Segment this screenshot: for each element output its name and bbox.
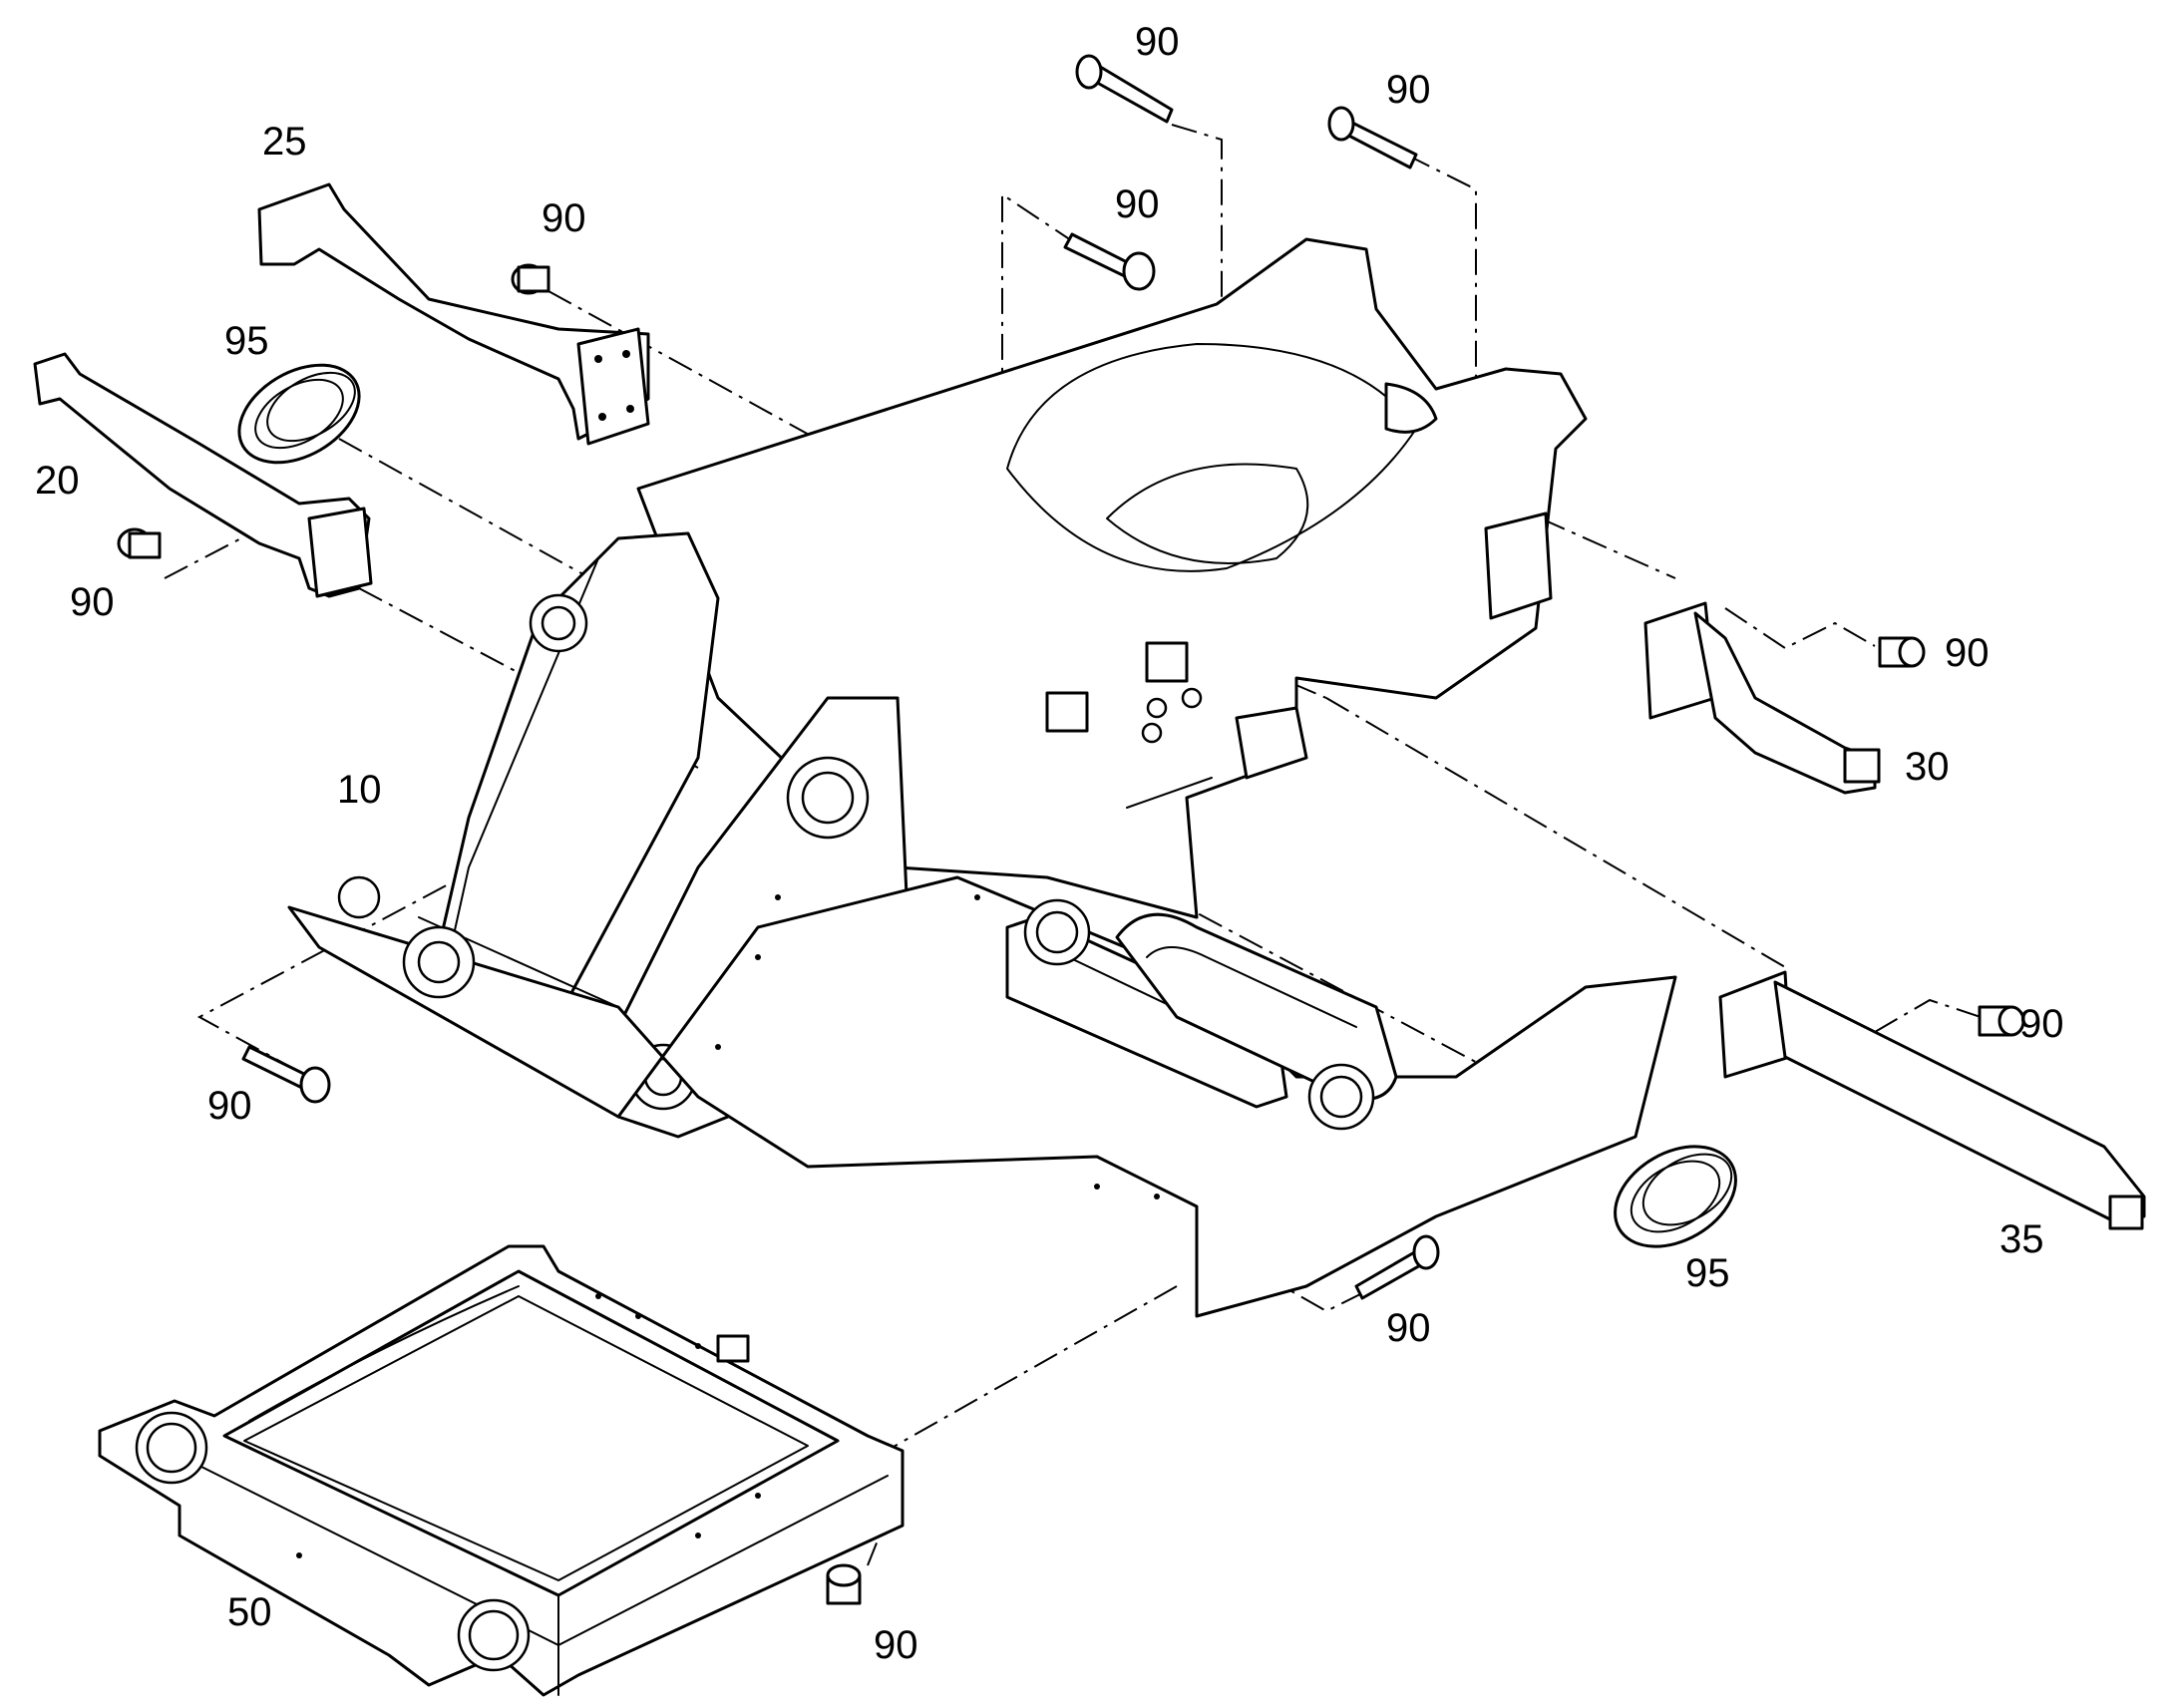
part-90-cap-arm-30 [1878, 636, 1926, 668]
callout-90-bolt-left: 90 [207, 1084, 252, 1128]
part-90-bolt-top-3 [1063, 232, 1156, 291]
part-25-arm [257, 182, 650, 446]
callout-10: 10 [337, 768, 382, 812]
callout-35: 35 [1999, 1217, 2044, 1261]
part-90-bolt-front [1354, 1234, 1440, 1300]
part-35-arm [1718, 970, 2146, 1230]
callout-95-left: 95 [224, 319, 269, 363]
callout-95-right: 95 [1685, 1251, 1730, 1295]
callout-30: 30 [1905, 745, 1950, 789]
callout-90-top-1: 90 [1135, 20, 1180, 64]
part-95-seal-right [1614, 1145, 1737, 1248]
part-90-cap-arm-20 [117, 527, 162, 559]
callout-50: 50 [227, 1590, 272, 1634]
part-20-arm [33, 352, 373, 598]
callout-90-cap-arm-25: 90 [542, 196, 586, 240]
callout-90-cap-frame-50: 90 [874, 1623, 918, 1667]
part-90-cap-arm-25 [511, 263, 550, 295]
callout-labels: 25 20 95 90 90 90 90 90 10 30 90 35 90 9… [35, 20, 2064, 1667]
callout-90-cap-arm-20: 90 [70, 580, 115, 624]
leader-arm-30 [1540, 517, 1676, 579]
leader-frame-to-35 [1325, 697, 1786, 968]
callout-25: 25 [262, 120, 307, 164]
leader-bolt-front [1221, 1250, 1367, 1313]
leader-cap-50 [797, 1500, 880, 1566]
part-90-cap-frame-50 [826, 1563, 862, 1605]
callout-90-bolt-front: 90 [1386, 1306, 1431, 1350]
part-90-bolt-left [241, 1045, 331, 1104]
part-95-seal-left [237, 363, 361, 465]
part-30-arm [1643, 601, 1881, 795]
part-90-cap-arm-35 [1978, 1005, 2025, 1037]
part-90-bolt-top-1 [1075, 54, 1174, 124]
part-90-bolt-top-2 [1327, 106, 1418, 170]
leader-cap-30 [1724, 607, 1876, 650]
part-10-main-frame [287, 237, 1677, 1318]
leader-frame-50 [877, 1285, 1178, 1457]
callout-20: 20 [35, 459, 80, 503]
callout-90-cap-arm-30: 90 [1945, 631, 1990, 675]
leader-top-bolt-2 [1405, 154, 1477, 469]
callout-90-cap-arm-35: 90 [2019, 1002, 2064, 1046]
callout-90-top-3: 90 [1115, 182, 1160, 226]
leader-cap-35 [1874, 998, 1991, 1033]
part-50-lower-frame [98, 1244, 905, 1697]
callout-90-top-2: 90 [1386, 68, 1431, 112]
